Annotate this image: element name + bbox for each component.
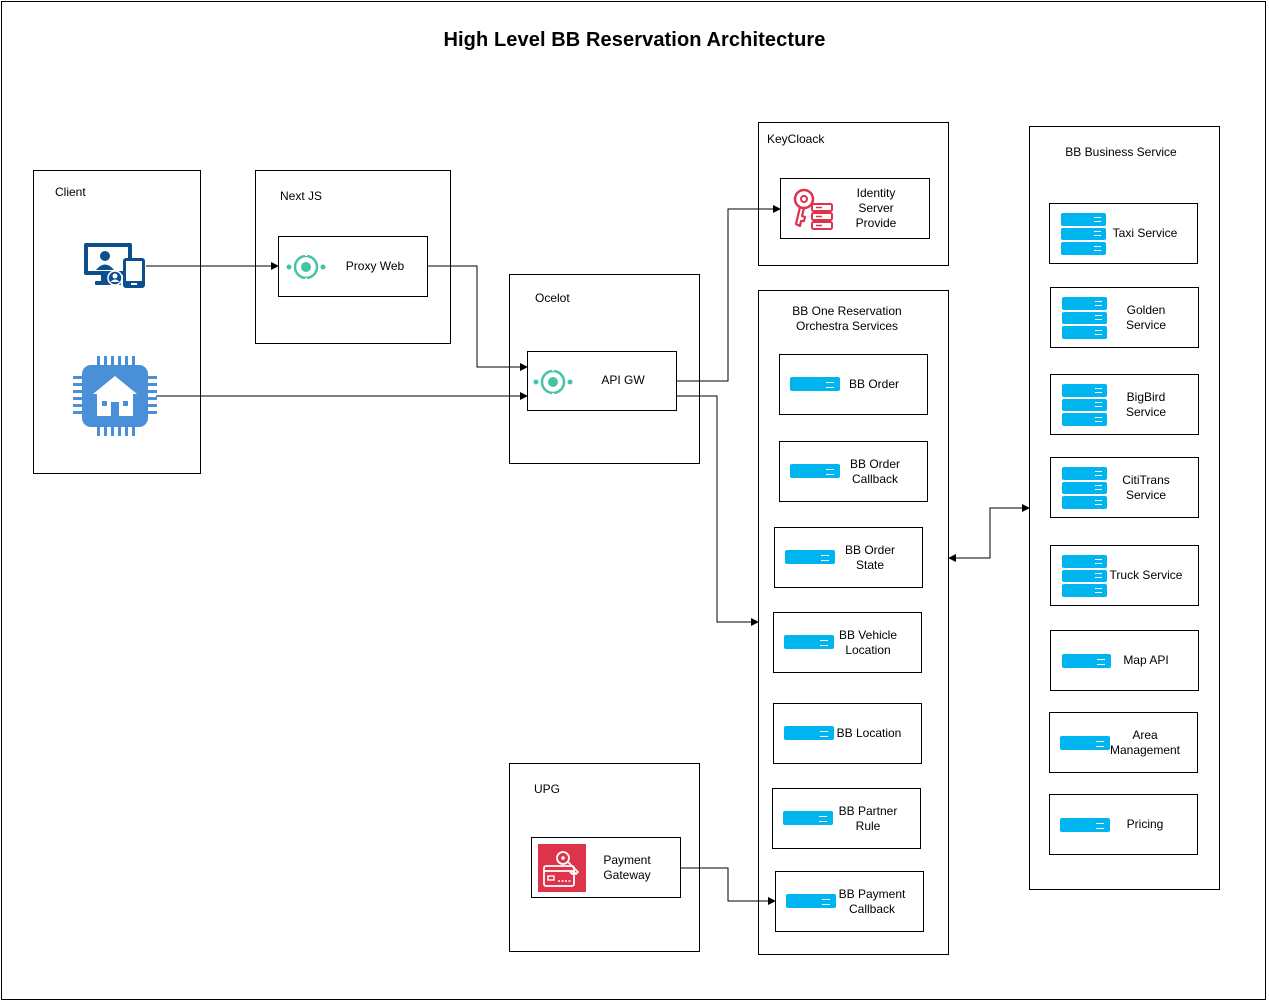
orchestra-service-bb-partner-rule[interactable]: BB Partner Rule <box>772 788 921 849</box>
keycloak-group: KeyCloack <box>758 122 949 266</box>
payment-gateway-node[interactable]: Payment Gateway <box>531 837 681 898</box>
ocelot-group: Ocelot <box>509 274 700 464</box>
server-icon <box>785 550 835 564</box>
payment-key-icon <box>538 844 586 892</box>
orchestra-service-bb-payment-callback[interactable]: BB Payment Callback <box>775 871 924 932</box>
server-icon <box>1062 654 1111 668</box>
proxy-web-label: Proxy Web <box>345 259 405 273</box>
api-gw-node[interactable]: API GW <box>527 351 677 411</box>
orchestra-group: BB One Reservation Orchestra Services <box>758 290 949 955</box>
server-stack-icon <box>1062 467 1107 509</box>
orchestra-service-label: BB Order State <box>844 543 895 572</box>
business-service-taxi[interactable]: Taxi Service <box>1049 203 1198 264</box>
business-service-label: Truck Service <box>1109 568 1183 582</box>
business-service-golden[interactable]: Golden Service <box>1050 287 1199 348</box>
orchestra-service-bb-order[interactable]: BB Order <box>779 354 928 415</box>
orchestra-service-bb-order-state[interactable]: BB Order State <box>774 527 923 588</box>
server-icon <box>784 726 834 740</box>
orchestra-group-label: BB One Reservation Orchestra Services <box>792 304 902 333</box>
ocelot-group-label: Ocelot <box>535 291 570 305</box>
nextjs-group: Next JS <box>255 170 451 344</box>
business-service-cititrans[interactable]: CitiTrans Service <box>1050 457 1199 518</box>
client-group-label: Client <box>55 185 86 199</box>
server-icon <box>786 894 836 908</box>
orchestra-service-label: BB Vehicle Location <box>838 628 898 657</box>
server-stack-icon <box>1062 297 1107 339</box>
orchestra-service-label: BB Payment Callback <box>838 887 906 916</box>
business-service-label: Map API <box>1123 653 1169 667</box>
server-icon <box>783 811 833 825</box>
business-service-truck[interactable]: Truck Service <box>1050 545 1199 606</box>
server-icon <box>784 635 834 649</box>
server-icon <box>1060 818 1110 832</box>
business-service-map-api[interactable]: Map API <box>1050 630 1199 691</box>
diagram-title: High Level BB Reservation Architecture <box>443 29 826 51</box>
identity-server-label: Identity Server Provide <box>855 186 897 230</box>
orchestra-service-label: BB Partner Rule <box>838 804 898 833</box>
server-stack-icon <box>1061 213 1106 255</box>
server-icon <box>790 377 840 391</box>
business-service-label: CitiTrans Service <box>1122 473 1170 502</box>
business-service-label: Taxi Service <box>1112 226 1178 240</box>
identity-server-node[interactable]: Identity Server Provide <box>780 178 930 239</box>
server-stack-icon <box>1062 384 1107 426</box>
business-service-label: Area Management <box>1109 728 1181 757</box>
endpoint-icon <box>286 252 326 282</box>
desktop-mobile-user-icon <box>84 243 145 288</box>
nextjs-group-label: Next JS <box>280 189 323 203</box>
edge-payment-to-callback <box>681 867 776 905</box>
edge-apigw-to-identity <box>677 205 781 382</box>
orchestra-service-bb-vehicle-location[interactable]: BB Vehicle Location <box>773 612 922 673</box>
endpoint-icon <box>533 367 573 397</box>
orchestra-service-bb-order-callback[interactable]: BB Order Callback <box>779 441 928 502</box>
server-stack-icon <box>1062 555 1107 597</box>
iot-chip-house-icon <box>73 356 157 436</box>
key-server-icon <box>793 188 833 230</box>
business-service-pricing[interactable]: Pricing <box>1049 794 1198 855</box>
upg-group: UPG <box>509 763 700 952</box>
keycloak-group-label: KeyCloack <box>767 132 825 146</box>
api-gw-label: API GW <box>601 373 645 387</box>
server-icon <box>790 464 840 478</box>
business-service-label: Pricing <box>1126 817 1164 831</box>
payment-gateway-label: Payment Gateway <box>603 853 651 882</box>
orchestra-service-label: BB Order <box>848 377 899 391</box>
client-group: Client <box>33 170 201 474</box>
orchestra-service-label: BB Location <box>836 726 902 740</box>
edge-orchestra-business <box>948 504 1030 562</box>
upg-group-label: UPG <box>534 782 561 796</box>
business-service-area-management[interactable]: Area Management <box>1049 712 1198 773</box>
orchestra-service-bb-location[interactable]: BB Location <box>773 703 922 764</box>
server-icon <box>1060 736 1110 750</box>
business-service-group-label: BB Business Service <box>1065 145 1177 159</box>
business-service-label: Golden Service <box>1125 303 1166 332</box>
proxy-web-node[interactable]: Proxy Web <box>278 236 428 297</box>
business-service-label: BigBird Service <box>1125 390 1166 419</box>
business-service-group: BB Business Service <box>1029 126 1220 890</box>
edge-apigw-to-orchestra <box>677 395 759 626</box>
orchestra-service-label: BB Order Callback <box>849 457 900 486</box>
business-service-bigbird[interactable]: BigBird Service <box>1050 374 1199 435</box>
edge-proxy-to-apigw <box>428 265 528 371</box>
